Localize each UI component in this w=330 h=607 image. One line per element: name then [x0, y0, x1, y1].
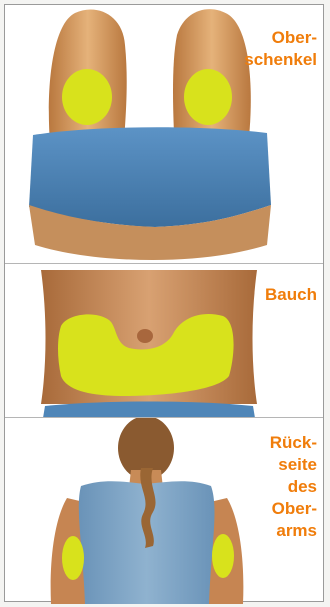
upper-arm-injection-area-right [212, 534, 234, 578]
navel [137, 329, 153, 343]
thigh-panel: Ober- schenkel [5, 5, 323, 263]
upper-arm-panel: Rück- seite des Ober- arms [5, 417, 323, 603]
label-abdomen: Bauch [265, 284, 317, 306]
label-thigh: Ober- schenkel [244, 27, 317, 71]
upper-arm-injection-area-left [62, 536, 84, 580]
label-upper-arm: Rück- seite des Ober- arms [270, 432, 317, 542]
shorts [29, 127, 271, 227]
injection-sites-figure: Ober- schenkel Bauch [4, 4, 324, 602]
waistband [43, 402, 255, 419]
thigh-injection-area-left [62, 69, 112, 125]
thigh-injection-area-right [184, 69, 232, 125]
abdomen-panel: Bauch [5, 263, 323, 417]
